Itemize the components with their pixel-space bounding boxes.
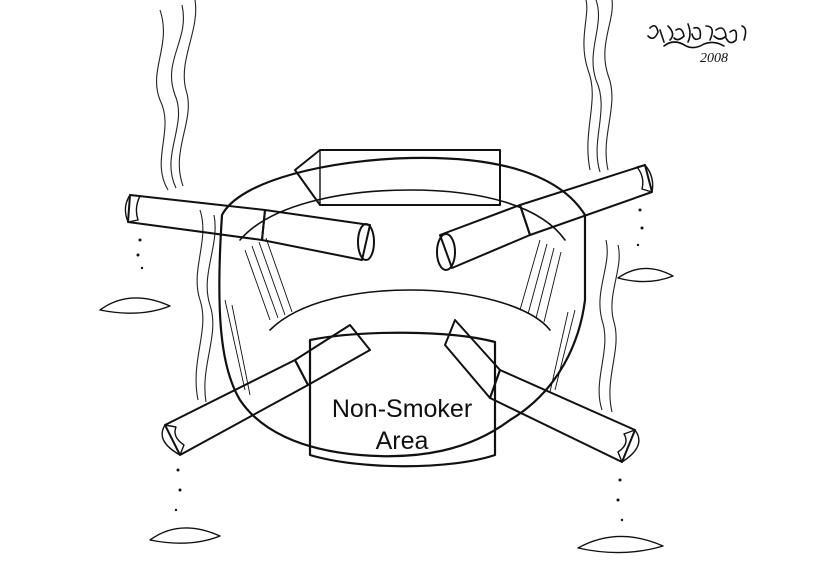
smoke-trails xyxy=(156,0,620,413)
cigarette-bottom-left xyxy=(161,324,371,456)
cigarette-top-left xyxy=(124,194,375,261)
ash-piles xyxy=(99,208,674,554)
signature-year: 2008 xyxy=(700,51,728,66)
bowl-label-line2: Area xyxy=(376,427,429,455)
cigarette-top-right xyxy=(436,164,654,271)
bowl-label-line1: Non-Smoker xyxy=(332,395,472,423)
cigarette-bottom-right xyxy=(444,319,640,463)
cigarettes xyxy=(124,164,654,463)
ashtray: Non-Smoker Area xyxy=(218,149,587,468)
artist-signature: 2008 xyxy=(647,23,747,66)
